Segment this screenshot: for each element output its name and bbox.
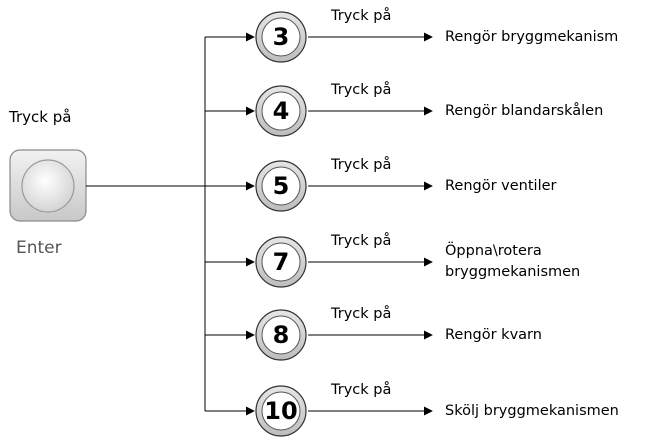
result-label: Öppna\rotera bryggmekanismen: [445, 243, 581, 280]
number-button-5: [255, 160, 307, 212]
number-button-7: [255, 236, 307, 288]
result-label: Rengör bryggmekanism: [445, 29, 619, 45]
button-number: 8: [272, 321, 290, 349]
button-number: 3: [272, 23, 290, 51]
tap-label: Tryck på: [331, 382, 392, 398]
tap-label: Tryck på: [331, 157, 392, 173]
tap-label: Tryck på: [331, 306, 392, 322]
number-button-4: [255, 85, 307, 137]
enter-tap-label: Tryck på: [9, 108, 72, 126]
number-button-10: [255, 385, 307, 437]
tap-label: Tryck på: [331, 82, 392, 98]
number-button-3: [255, 11, 307, 63]
tap-label: Tryck på: [331, 233, 392, 249]
result-label: Rengör kvarn: [445, 327, 542, 343]
enter-key-button: [9, 149, 87, 222]
button-number: 7: [272, 248, 290, 276]
button-number: 10: [264, 397, 298, 425]
number-button-8: [255, 309, 307, 361]
button-number: 5: [272, 172, 290, 200]
enter-key-label: Enter: [16, 238, 62, 258]
tap-label: Tryck på: [331, 8, 392, 24]
result-label: Rengör ventiler: [445, 178, 557, 194]
result-label: Skölj bryggmekanismen: [445, 403, 619, 419]
button-number: 4: [272, 97, 290, 125]
result-label: Rengör blandarskålen: [445, 103, 604, 119]
